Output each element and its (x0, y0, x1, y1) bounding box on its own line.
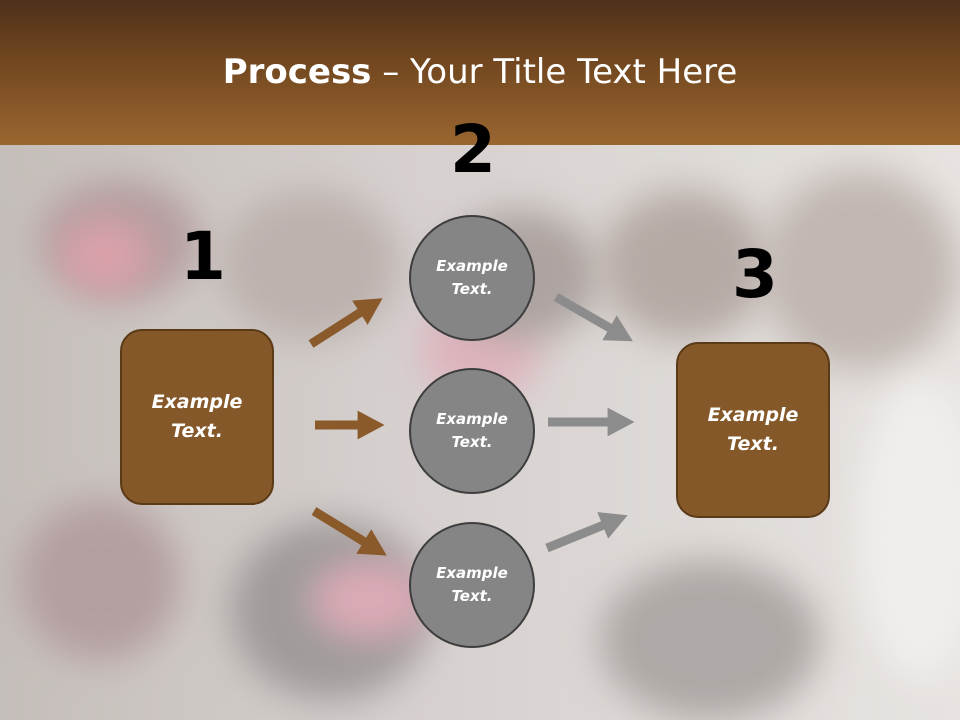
circle-top-line1: Example (436, 257, 508, 275)
arrow-top-to-3 (553, 293, 633, 342)
arrow-1-to-top (308, 298, 383, 348)
circle-top-line2: Text. (451, 280, 493, 298)
header-bar (0, 0, 960, 145)
step-2-number: 2 (450, 111, 496, 188)
title-bold: Process (222, 52, 372, 92)
arrow-bottom-to-3 (545, 512, 628, 553)
circle-middle-line2: Text. (451, 433, 493, 451)
step-3-number: 3 (732, 236, 778, 313)
page-title: Process – Your Title Text Here (0, 52, 960, 92)
step-3-box-line1: Example (707, 404, 799, 426)
circle-bottom-line1: Example (436, 564, 508, 582)
arrow-1-to-bottom (311, 507, 387, 556)
circle-bottom-line2: Text. (451, 587, 493, 605)
step-1-box-line2: Text. (171, 420, 223, 442)
step-1-box-line1: Example (151, 391, 243, 413)
title-rest: – Your Title Text Here (371, 52, 738, 92)
step-3-box-line2: Text. (727, 433, 779, 455)
step-1-number: 1 (180, 218, 226, 295)
circle-middle-line1: Example (436, 410, 508, 428)
